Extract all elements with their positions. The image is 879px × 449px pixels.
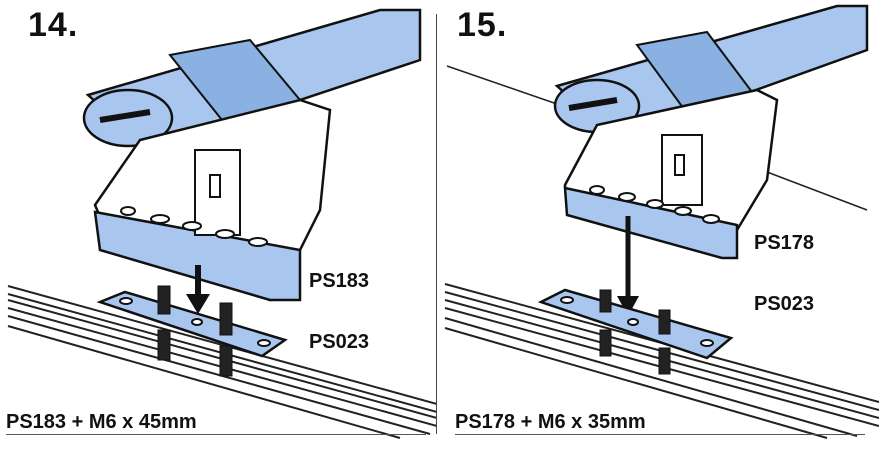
plate-ps023 — [537, 288, 734, 360]
caption-rule — [455, 434, 865, 435]
bolts-m6 — [157, 285, 233, 377]
step-caption: PS178 + M6 x 35mm — [455, 411, 646, 433]
plate-ps023 — [96, 290, 288, 358]
bolts-m6 — [599, 289, 671, 375]
step-14-panel: 14. PS183 PS023 PS183 + M6 x 45mm — [0, 0, 437, 449]
step-15-illustration — [444, 4, 879, 439]
foot-ps183 — [93, 98, 332, 302]
step-15-panel: 15. PS178 PS023 PS178 + M6 x 35mm — [437, 0, 879, 449]
caption-rule — [6, 434, 426, 435]
step-number: 15. — [457, 6, 508, 44]
panel-divider — [436, 14, 437, 434]
roof-rail — [444, 283, 879, 439]
down-arrow-icon — [186, 265, 210, 314]
roof-edge — [446, 65, 868, 211]
down-arrow-icon — [617, 216, 639, 316]
part-label-foot: PS178 — [754, 232, 815, 254]
roof-bar — [82, 8, 422, 152]
part-label-plate: PS023 — [309, 331, 370, 353]
part-label-plate: PS023 — [754, 293, 815, 315]
step-number: 14. — [28, 6, 79, 44]
part-label-foot: PS183 — [309, 270, 370, 292]
foot-ps178 — [563, 88, 779, 260]
step-14-illustration — [7, 8, 437, 439]
step-caption: PS183 + M6 x 45mm — [6, 411, 197, 433]
